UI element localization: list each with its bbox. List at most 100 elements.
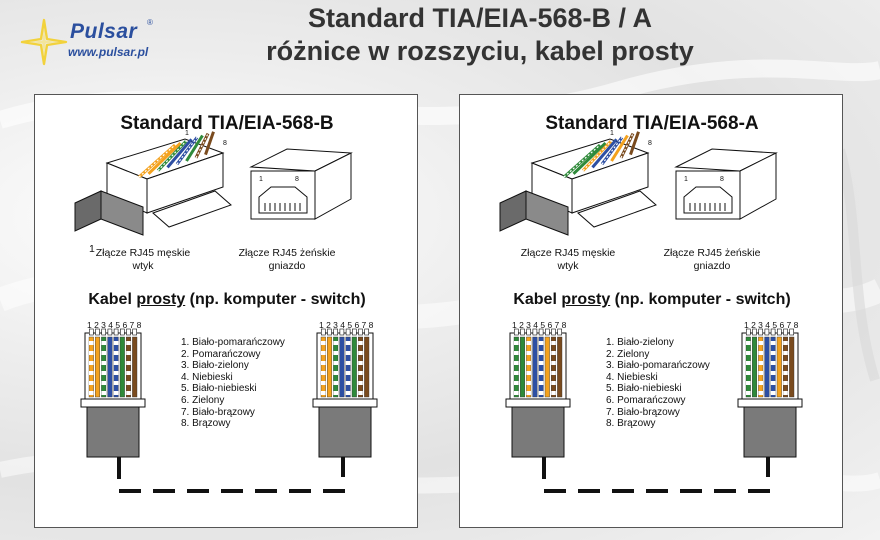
cable-wire-stripe (113, 381, 119, 385)
cable-wire-stripe (770, 341, 776, 345)
plug-boot-right (318, 406, 372, 458)
cable-wire-stripe (770, 381, 776, 385)
cable-wire-stripe (113, 361, 119, 365)
plug-wire-stripe (582, 140, 612, 172)
cable-wire (538, 336, 544, 398)
wire-color-legend: 1. Biało-pomarańczowy 2. Pomarańczowy 3.… (181, 337, 285, 430)
cable-wire-stripe (89, 361, 94, 365)
cable-wire-stripe (113, 391, 119, 395)
cable-wire (101, 336, 107, 398)
cable-wire (119, 336, 125, 398)
cable-wire-stripe (783, 341, 788, 345)
cable-wire (125, 336, 131, 398)
plug-wire (204, 131, 215, 156)
cable-wire-stripe (783, 361, 788, 365)
plug-contact (745, 328, 751, 336)
plug-wire (166, 138, 193, 169)
plug-collar-right (312, 398, 378, 408)
legend-item: 3. Biało-zielony (181, 360, 249, 372)
plug-contact (526, 328, 531, 336)
plug-wire-stripe (195, 133, 209, 159)
cable-wire (745, 336, 751, 398)
cable-wire (333, 336, 339, 398)
plug-contact (513, 328, 519, 336)
cable-wire-stripe (333, 361, 338, 365)
plug-wire (185, 134, 204, 162)
cable-wire-stripe (321, 381, 326, 385)
star-logo-icon (20, 18, 68, 66)
legend-item: 2. Pomarańczowy (181, 348, 261, 360)
legend-item: 5. Biało-niebieski (181, 383, 257, 395)
wire-color-legend: 1. Biało-zielony 2. Zielony 3. Biało-pom… (606, 337, 710, 430)
cable-wire-stripe (333, 381, 338, 385)
cable-wire (345, 336, 351, 398)
plug-contact (113, 328, 119, 336)
plug-frame-left (84, 332, 142, 400)
plug-contact (770, 328, 776, 336)
plug-boot-left (511, 406, 565, 458)
cable-wire-stripe (345, 361, 351, 365)
plug-contact (120, 328, 125, 336)
cable-wire-stripe (345, 371, 351, 375)
cable-wire-stripe (551, 341, 556, 345)
straight-cable-diagram (505, 328, 803, 493)
cable-wire-stripe (783, 351, 788, 355)
cable-wire-stripe (514, 371, 519, 375)
panel-title: Standard TIA/EIA-568-A (545, 113, 759, 134)
jack-pin1-label: 1 (684, 176, 688, 183)
straight-cable-line (117, 457, 345, 493)
jack-pin8-label: 8 (720, 176, 724, 183)
plug-frame-right (316, 332, 374, 400)
cable-wire (532, 336, 538, 398)
cable-wire-stripe (101, 381, 106, 385)
cable-wire-stripe (538, 361, 544, 365)
cable-wire-stripe (345, 351, 351, 355)
plug-contact (333, 328, 339, 336)
cable-wire-stripe (101, 341, 106, 345)
cable-wire-stripe (89, 391, 94, 395)
legend-item: 5. Biało-niebieski (606, 383, 682, 395)
cable-wire-stripe (514, 341, 519, 345)
plug-contact (364, 328, 370, 336)
cable-wire-stripe (126, 351, 131, 355)
plug-wire-stripe (157, 140, 187, 172)
section-title: Kabel prosty (np. komputer - switch) (88, 291, 366, 308)
plug-contact (557, 328, 562, 336)
cable-wire-stripe (126, 341, 131, 345)
cable-wire (764, 336, 770, 398)
male-connector-caption: Złącze RJ45 męskie wtyk (520, 247, 616, 272)
cable-wire (513, 336, 519, 398)
plug-wire (572, 142, 607, 175)
cable-wire (526, 336, 532, 398)
cable-wire-stripe (514, 361, 519, 365)
cable-wire (327, 336, 333, 398)
cable-wire (758, 336, 764, 398)
cable-wire (320, 336, 326, 398)
registered-mark: ® (147, 18, 153, 27)
plug-cable-end (499, 190, 527, 232)
cable-wire-stripe (113, 351, 119, 355)
logo-url: www.pulsar.pl (68, 45, 149, 59)
cable-wire-stripe (345, 381, 351, 385)
cable-wire-stripe (538, 351, 544, 355)
plug-pin1-label: 1 (185, 130, 189, 137)
plug-contact (101, 328, 106, 336)
pulsar-logo[interactable]: Pulsar ® www.pulsar.pl (20, 8, 160, 68)
legend-item: 3. Biało-pomarańczowy (606, 360, 710, 372)
plug-side (571, 152, 649, 214)
cable-wire (544, 336, 550, 398)
cable-wire-stripe (321, 361, 326, 365)
cable-wire-stripe (333, 351, 338, 355)
cable-wire (776, 336, 782, 398)
plug-contact (758, 328, 764, 336)
cable-wire-stripe (758, 381, 763, 385)
plug-latch (577, 190, 657, 228)
female-connector-caption: Złącze RJ45 żeńskie gniazdo (663, 247, 761, 272)
cable-wire-stripe (783, 381, 788, 385)
cable-wire-stripe (321, 371, 326, 375)
plug-contact (339, 328, 345, 336)
